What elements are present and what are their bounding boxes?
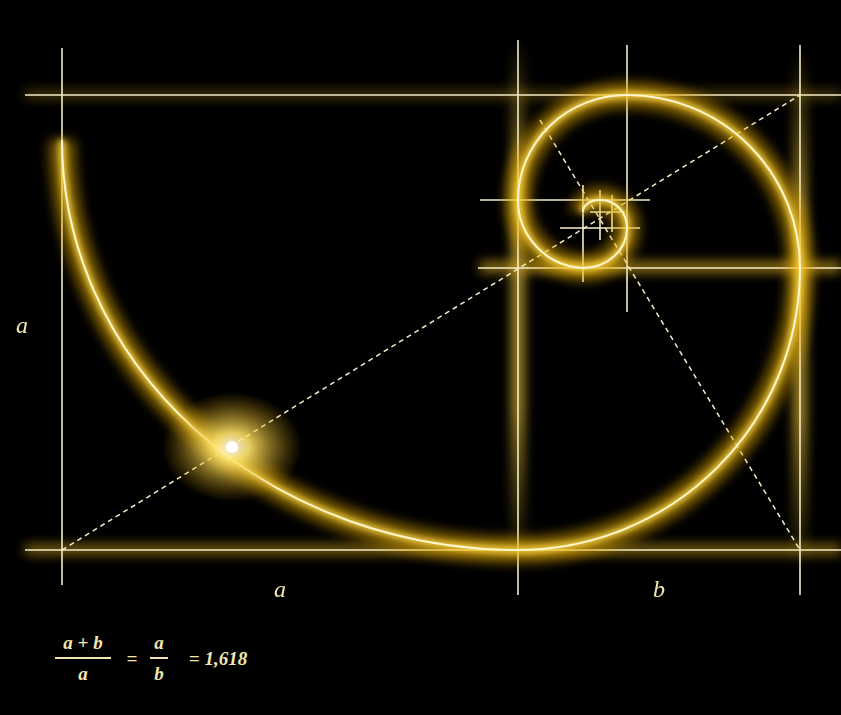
fraction-numerator: a — [154, 633, 164, 652]
fraction-numerator: a + b — [63, 633, 102, 652]
fraction-bar — [150, 657, 168, 659]
fraction-denominator: a — [78, 664, 88, 683]
ratio-value: = 1,618 — [189, 649, 247, 668]
side-label: a — [274, 577, 286, 601]
fraction-denominator: b — [154, 664, 164, 683]
side-label: a — [16, 313, 28, 337]
side-label: b — [653, 577, 665, 601]
fraction-bar — [55, 657, 111, 659]
equals-sign: = — [127, 649, 138, 668]
